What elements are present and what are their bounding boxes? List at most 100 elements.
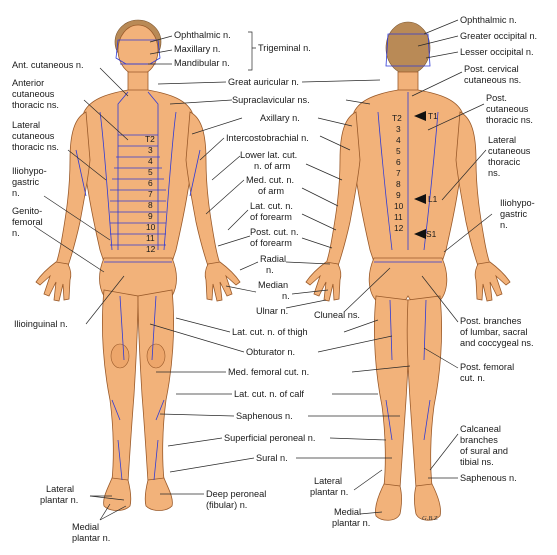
label-lower-lat-cut-arm: n. of arm <box>254 161 291 171</box>
spine-marker: T1 <box>428 111 438 121</box>
label-iliohypogastric-posterior: n. <box>500 220 508 230</box>
spine-markers: T1 L1 S1 <box>414 111 438 239</box>
spine-number: 7 <box>396 168 401 178</box>
label-post-cervical: Post. cervical <box>464 64 519 74</box>
anterior-left-labels: Ant. cutaneous n. Anterior cutaneous tho… <box>12 60 84 329</box>
spine-number: 12 <box>394 223 404 233</box>
label-calcaneal-branches: branches <box>460 435 498 445</box>
label-lateral-cutaneous-thoracic: cutaneous <box>12 131 55 141</box>
label-iliohypogastric-anterior: n. <box>12 188 20 198</box>
label-ilioinguinal: Ilioinguinal n. <box>14 319 68 329</box>
label-genitofemoral: femoral <box>12 217 43 227</box>
spine-number: T2 <box>392 113 402 123</box>
label-great-auricular: Great auricular n. <box>228 77 299 87</box>
spine-marker: S1 <box>426 229 437 239</box>
label-post-cut-forearm: Post. cut. n. <box>250 227 299 237</box>
dermatome-number: 10 <box>146 222 156 232</box>
label-deep-peroneal: (fibular) n. <box>206 500 247 510</box>
spine-dermatome-numbers: T2 3 4 5 6 7 8 9 10 11 12 <box>392 113 404 233</box>
label-lateral-plantar-posterior: Lateral <box>314 476 342 486</box>
dermatome-number: 12 <box>146 244 156 254</box>
label-post-branches: of lumbar, sacral <box>460 327 527 337</box>
marker-arrow-icon <box>414 194 426 204</box>
label-radial: n. <box>266 265 274 275</box>
anterior-figure: T2 3 4 5 6 7 8 9 10 11 12 <box>35 19 241 511</box>
label-post-branches: and coccygeal ns. <box>460 338 534 348</box>
label-lat-cut-forearm: of forearm <box>250 212 292 222</box>
center-labels: Great auricular n. Supraclavicular ns. A… <box>224 77 360 463</box>
marker-arrow-icon <box>414 229 426 239</box>
label-trigeminal: Trigeminal n. <box>258 43 311 53</box>
label-supraclavicular: Supraclavicular ns. <box>232 95 310 105</box>
label-post-cervical: cutaneous ns. <box>464 75 521 85</box>
label-iliohypogastric-posterior: Iliohypo- <box>500 198 535 208</box>
label-superficial-peroneal: Superficial peroneal n. <box>224 433 315 443</box>
posterior-figure: T2 3 4 5 6 7 8 9 10 11 12 T1 L1 S1 G.B.Z <box>305 21 511 522</box>
label-cluneal: Cluneal ns. <box>314 310 360 320</box>
label-obturator: Obturator n. <box>246 347 295 357</box>
dermatome-number: 4 <box>148 156 153 166</box>
label-ant-cutaneous: Ant. cutaneous n. <box>12 60 84 70</box>
label-medial-plantar-anterior: Medial <box>72 522 99 532</box>
label-iliohypogastric-anterior: gastric <box>12 177 39 187</box>
label-med-femoral-cut: Med. femoral cut. n. <box>228 367 309 377</box>
label-saphenous-anterior: Saphenous n. <box>236 411 293 421</box>
label-median: n. <box>282 291 290 301</box>
dermatome-number: 6 <box>148 178 153 188</box>
label-calcaneal-branches: of sural and <box>460 446 508 456</box>
label-lat-cut-thigh: Lat. cut. n. of thigh <box>232 327 308 337</box>
label-greater-occipital: Greater occipital n. <box>460 31 537 41</box>
label-ophthalmic-posterior: Ophthalmic n. <box>460 15 517 25</box>
dermatome-number: T2 <box>145 134 155 144</box>
label-lower-lat-cut-arm: Lower lat. cut. <box>240 150 297 160</box>
label-genitofemoral: Genito- <box>12 206 42 216</box>
spine-number: 3 <box>396 124 401 134</box>
label-lat-cut-forearm: Lat. cut. n. <box>250 201 293 211</box>
signature: G.B.Z <box>422 515 438 522</box>
label-lateral-cutaneous-thoracic-posterior: ns. <box>488 168 500 178</box>
posterior-right-labels: Ophthalmic n. Greater occipital n. Lesse… <box>460 15 537 483</box>
label-radial: Radial <box>260 254 286 264</box>
dermatome-bands <box>110 134 166 246</box>
label-sural: Sural n. <box>256 453 288 463</box>
label-medial-plantar-posterior: plantar n. <box>332 518 370 528</box>
label-iliohypogastric-posterior: gastric <box>500 209 527 219</box>
label-ophthalmic-anterior: Ophthalmic n. <box>174 30 231 40</box>
label-deep-peroneal: Deep peroneal <box>206 489 266 499</box>
label-lateral-cutaneous-thoracic-posterior: thoracic <box>488 157 521 167</box>
label-calcaneal-branches: tibial ns. <box>460 457 494 467</box>
label-post-cut-forearm: of forearm <box>250 238 292 248</box>
label-lateral-plantar-anterior: plantar n. <box>40 495 78 505</box>
label-post-femoral-cut: cut. n. <box>460 373 485 383</box>
leader-lines <box>33 19 493 521</box>
label-post-cutaneous-thoracic: cutaneous <box>486 104 529 114</box>
label-lateral-plantar-anterior: Lateral <box>46 484 74 494</box>
spine-number: 11 <box>394 212 403 222</box>
label-lesser-occipital: Lesser occipital n. <box>460 47 534 57</box>
marker-arrow-icon <box>414 111 426 121</box>
spine-number: 4 <box>396 135 401 145</box>
dermatome-number: 9 <box>148 211 153 221</box>
spine-number: 9 <box>396 190 401 200</box>
label-lateral-cutaneous-thoracic: thoracic ns. <box>12 142 59 152</box>
dermatome-number: 5 <box>148 167 153 177</box>
label-lateral-plantar-posterior: plantar n. <box>310 487 348 497</box>
spine-marker: L1 <box>428 194 438 204</box>
label-medial-plantar-anterior: plantar n. <box>72 533 110 543</box>
label-med-cut-arm: Med. cut. n. <box>246 175 294 185</box>
label-median: Median <box>258 280 288 290</box>
spine-number: 8 <box>396 179 401 189</box>
spine-number: 6 <box>396 157 401 167</box>
label-axillary: Axillary n. <box>260 113 300 123</box>
trigeminal-labels: Ophthalmic n. Maxillary n. Mandibular n.… <box>174 30 311 68</box>
posterior-foot-labels: Lateral plantar n. Medial plantar n. <box>310 476 370 528</box>
label-post-cutaneous-thoracic: Post. <box>486 93 507 103</box>
label-maxillary: Maxillary n. <box>174 44 220 54</box>
label-mandibular: Mandibular n. <box>174 58 230 68</box>
dermatome-number-list: T2 3 4 5 6 7 8 9 10 11 12 <box>145 134 156 254</box>
dermatome-number: 3 <box>148 145 153 155</box>
label-lateral-cutaneous-thoracic-posterior: cutaneous <box>488 146 531 156</box>
dermatome-number: 11 <box>146 233 155 243</box>
label-genitofemoral: n. <box>12 228 20 238</box>
